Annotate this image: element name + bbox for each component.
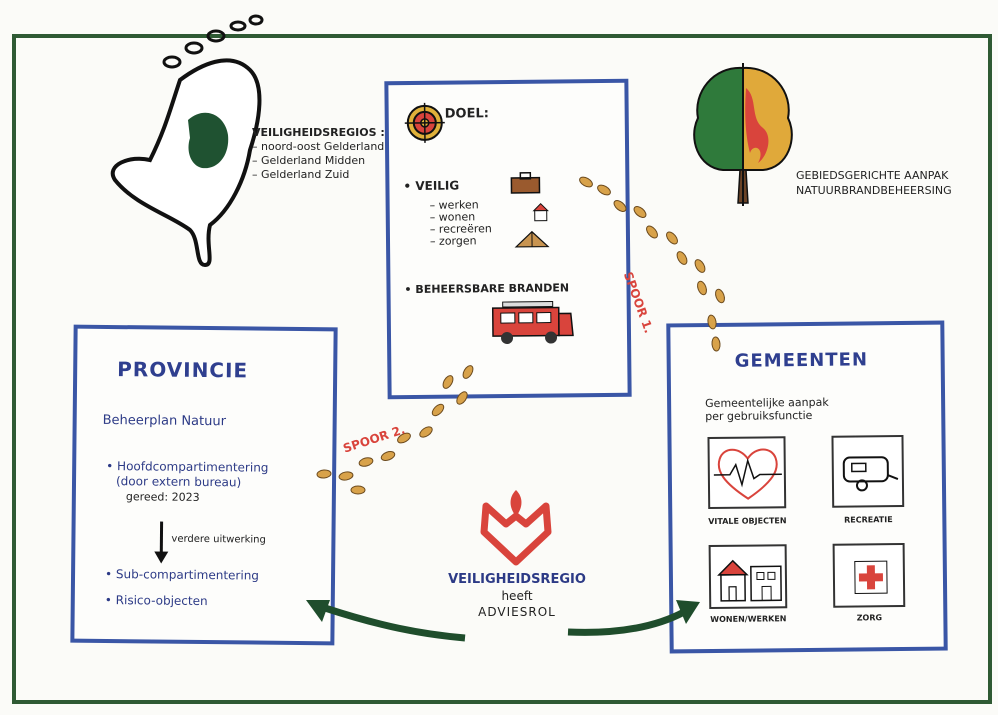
target-icon (404, 102, 445, 143)
frame-left (12, 34, 16, 704)
frame-top (12, 34, 992, 38)
caravan-icon (842, 456, 899, 492)
frame-bottom (12, 700, 992, 704)
arrow-right-icon (567, 600, 700, 636)
center-org: VEILIGHEIDSREGIO (448, 572, 586, 587)
tree-fire-icon (693, 63, 793, 206)
center-text: VEILIGHEIDSREGIO heeft ADVIESROL (430, 572, 604, 619)
houses-icon (717, 559, 782, 602)
approach-text: GEBIEDSGERICHTE AANPAK NATUURBRANDBEHEER… (796, 168, 952, 198)
veiligheidsregio-logo-icon (480, 490, 552, 566)
region-list: VEILIGHEIDSREGIOS : – noord-oost Gelderl… (252, 126, 402, 182)
arrow-left-icon (306, 600, 466, 642)
gemeenten-box: GEMEENTEN Gemeentelijke aanpak per gebru… (666, 320, 948, 654)
region-item: – Gelderland Zuid (252, 168, 350, 181)
center-verb: heeft (501, 589, 533, 603)
arrow-down-icon (154, 521, 169, 564)
card-zorg (832, 542, 906, 608)
house-icon (532, 202, 549, 222)
card-wonen-werken (708, 544, 788, 610)
card-recreatie (831, 434, 905, 508)
medical-cross-icon (854, 560, 888, 595)
heart-pulse-icon (713, 448, 782, 500)
card-vitale-objecten (707, 436, 787, 510)
region-item: – noord-oost Gelderland (252, 140, 385, 153)
region-heading: VEILIGHEIDSREGIOS : (252, 126, 385, 139)
goal-box: DOEL: • VEILIG – werken – wonen – recreë… (384, 78, 632, 400)
frame-right (988, 34, 992, 704)
tent-icon (514, 230, 550, 248)
briefcase-icon (510, 172, 541, 194)
netherlands-map-icon (110, 14, 264, 268)
region-item: – Gelderland Midden (252, 154, 366, 167)
approach-line-1: GEBIEDSGERICHTE AANPAK (796, 169, 949, 182)
approach-line-2: NATUURBRANDBEHEERSING (796, 184, 952, 197)
provincie-box: PROVINCIE Beheerplan Natuur • Hoofdcompa… (70, 324, 338, 646)
fire-truck-icon (491, 301, 574, 345)
center-role: ADVIESROL (478, 605, 556, 619)
